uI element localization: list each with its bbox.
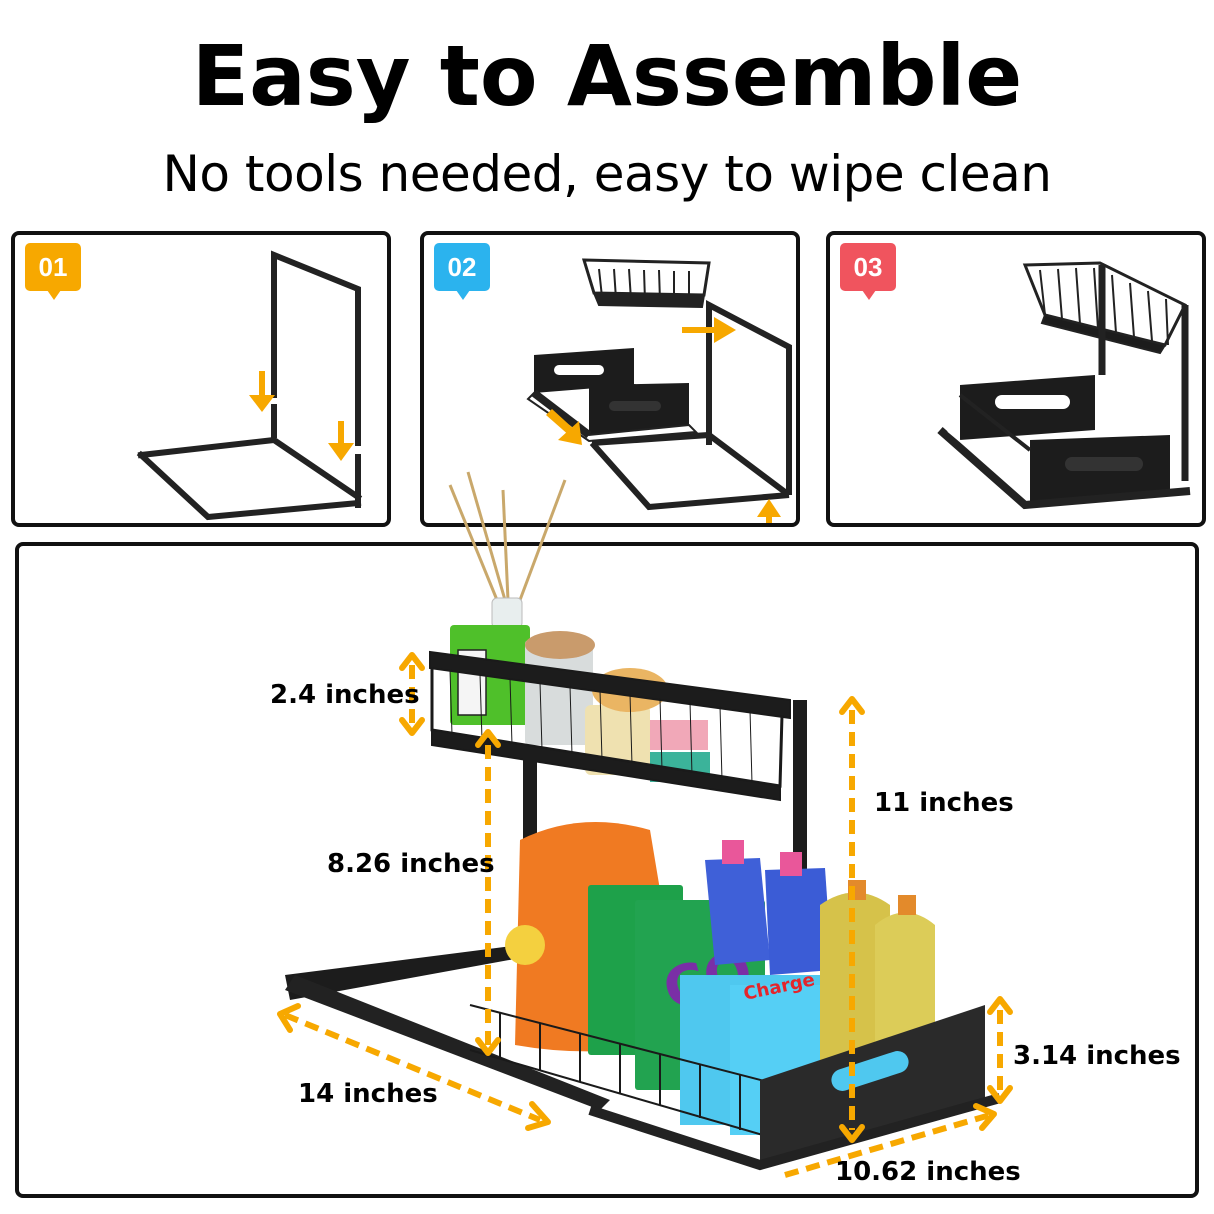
step-2-badge: 02 — [434, 243, 490, 300]
page-title: Easy to Assemble — [191, 27, 1023, 125]
step-1-panel: 01 — [11, 231, 391, 527]
dimension-gap-height: 8.26 inches — [327, 849, 495, 879]
dimension-width: 10.62 inches — [835, 1157, 1021, 1187]
page-subtitle: No tools needed, easy to wipe clean — [162, 145, 1052, 203]
dimension-drawer-height: 3.14 inches — [1013, 1041, 1181, 1071]
frame-assembly-icon — [136, 250, 363, 521]
assembled-organizer-icon — [937, 261, 1191, 510]
step-2-panel: 02 — [420, 231, 800, 527]
dimension-depth: 14 inches — [298, 1079, 438, 1109]
basket-insert-icon — [526, 258, 792, 523]
step-1-badge: 01 — [25, 243, 81, 300]
step-3-badge: 03 — [840, 243, 896, 300]
dimension-top-basket-height: 2.4 inches — [270, 680, 420, 710]
step-3-panel: 03 — [826, 231, 1206, 527]
dimension-total-height: 11 inches — [874, 788, 1014, 818]
